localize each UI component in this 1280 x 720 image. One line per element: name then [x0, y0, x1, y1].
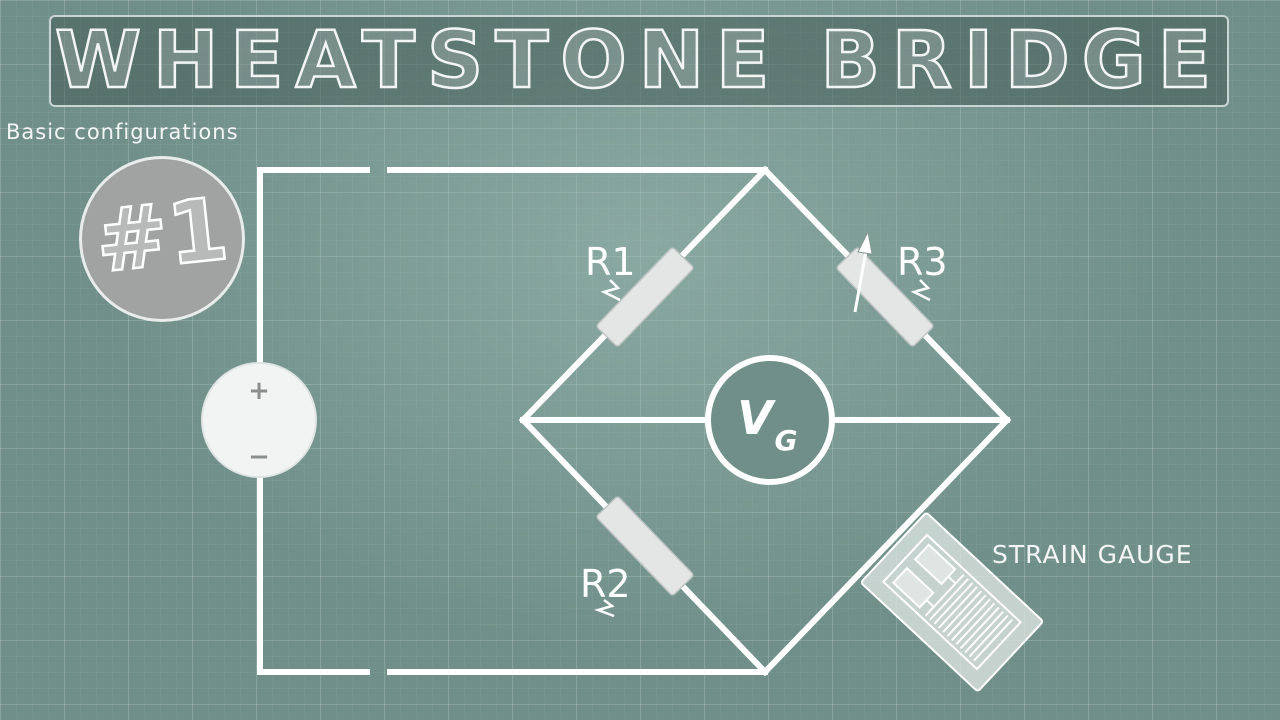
meter-symbol: V [737, 391, 776, 445]
resistor-r2 [596, 496, 694, 596]
galvanometer [705, 355, 835, 485]
episode-badge: #1 [79, 156, 245, 322]
wire-bottom-left [257, 475, 370, 675]
strain-gauge-label: STRAIN GAUGE [992, 540, 1193, 569]
resistor-r2-label: R2 [580, 562, 631, 606]
wire-top-left [257, 167, 370, 365]
r3-pointer-icon [910, 279, 931, 302]
page-title: WHEATSTONE BRIDGE [54, 15, 1224, 108]
subtitle: Basic configurations [6, 120, 239, 144]
title-banner: WHEATSTONE BRIDGE [49, 15, 1229, 107]
meter-subscript: G [775, 424, 798, 457]
wire-bottom-right-arm [760, 415, 1012, 677]
resistor-r1 [596, 247, 694, 347]
source-minus-sign: − [248, 442, 270, 472]
r1-pointer-icon [600, 279, 621, 302]
strain-gauge-icon [860, 512, 1044, 692]
resistor-r1-label: R1 [585, 240, 636, 284]
source-plus-sign: + [248, 376, 270, 406]
r2-pointer-icon [594, 599, 615, 618]
resistor-r3-label: R3 [897, 240, 948, 284]
variable-arrow-icon [853, 230, 873, 313]
voltage-source [201, 362, 317, 478]
